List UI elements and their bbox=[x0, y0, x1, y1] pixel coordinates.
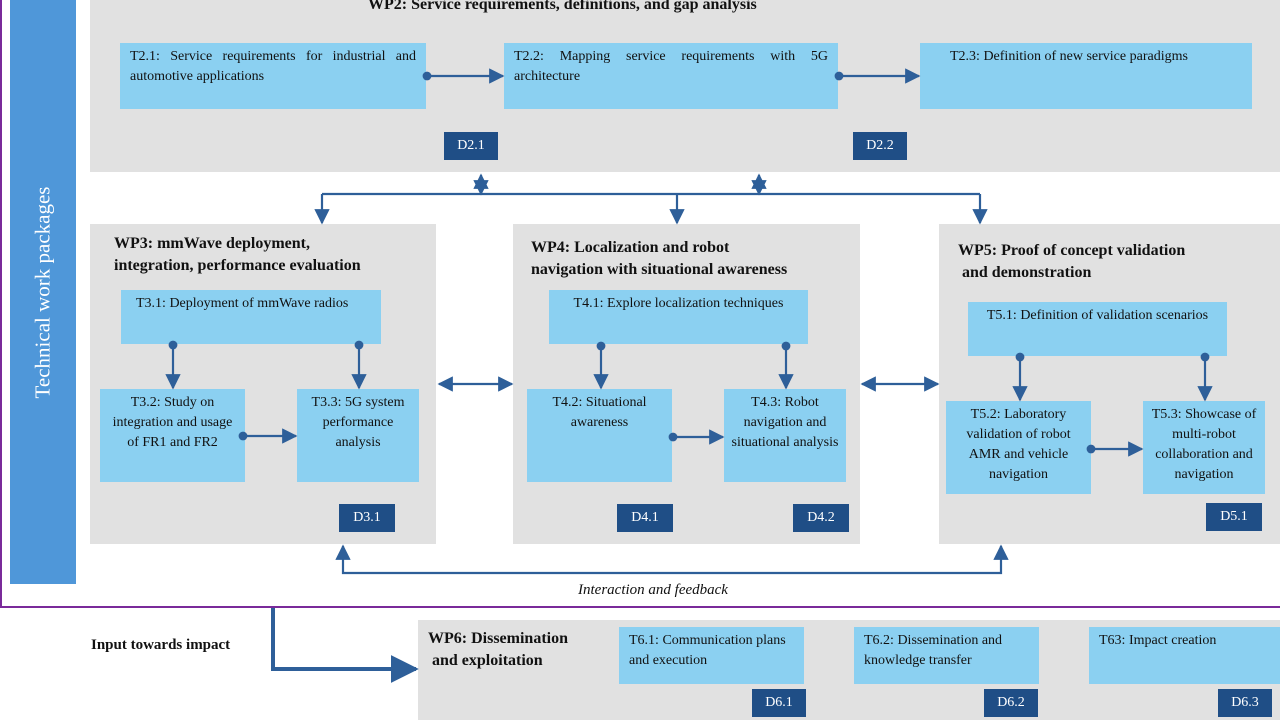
wp4-panel bbox=[513, 224, 860, 544]
sidebar-bar bbox=[10, 0, 76, 584]
wp3-title-line2: integration, performance evaluation bbox=[114, 257, 361, 274]
impact-arrow bbox=[271, 608, 419, 683]
deliverable-d2-2: D2.2 bbox=[853, 132, 907, 160]
deliverable-d6-3: D6.3 bbox=[1218, 689, 1272, 717]
wp4-title-line1: WP4: Localization and robot bbox=[531, 239, 730, 256]
wp2-title: WP2: Service requirements, definitions, … bbox=[368, 0, 757, 13]
wp3-title-line1: WP3: mmWave deployment, bbox=[114, 235, 310, 252]
deliverable-d4-2: D4.2 bbox=[793, 504, 849, 532]
feedback-label: Interaction and feedback bbox=[578, 582, 728, 598]
wp4-title: WP4: Localization and robot navigation w… bbox=[531, 237, 856, 281]
impact-label: Input towards impact bbox=[91, 637, 231, 653]
task-t6-3: T63: Impact creation bbox=[1089, 627, 1280, 684]
task-t2-3: T2.3: Definition of new service paradigm… bbox=[920, 43, 1252, 109]
task-t3-2: T3.2: Study on integration and usage of … bbox=[100, 389, 245, 482]
wp4-title-line2: navigation with situational awareness bbox=[531, 261, 788, 278]
task-t3-3: T3.3: 5G system performance analysis bbox=[297, 389, 419, 482]
deliverable-d4-1: D4.1 bbox=[617, 504, 673, 532]
wp5-title: WP5: Proof of concept validation and dem… bbox=[958, 240, 1278, 284]
deliverable-d3-1: D3.1 bbox=[339, 504, 395, 532]
wp5-title-line2: and demonstration bbox=[962, 264, 1092, 281]
task-t6-1: T6.1: Communication plans and execution bbox=[619, 627, 804, 684]
task-t5-1: T5.1: Definition of validation scenarios bbox=[968, 302, 1227, 356]
task-t3-1: T3.1: Deployment of mmWave radios bbox=[121, 290, 381, 344]
wp3-title: WP3: mmWave deployment, integration, per… bbox=[114, 233, 434, 277]
deliverable-d2-1: D2.1 bbox=[444, 132, 498, 160]
task-t4-3: T4.3: Robot navigation and situational a… bbox=[724, 389, 846, 482]
task-t2-1: T2.1: Service requirements for industria… bbox=[120, 43, 426, 109]
wp6-title: WP6: Dissemination and exploitation bbox=[428, 628, 618, 672]
task-t2-2: T2.2: Mapping service requirements with … bbox=[504, 43, 838, 109]
feedback-loop bbox=[335, 544, 1009, 575]
task-t4-2: T4.2: Situational awareness bbox=[527, 389, 672, 482]
task-t6-2: T6.2: Dissemination and knowledge transf… bbox=[854, 627, 1039, 684]
task-t5-3: T5.3: Showcase of multi-robot collaborat… bbox=[1143, 401, 1265, 494]
deliverable-d6-2: D6.2 bbox=[984, 689, 1038, 717]
wp6-title-line2: and exploitation bbox=[432, 652, 543, 669]
deliverable-d6-1: D6.1 bbox=[752, 689, 806, 717]
wp5-title-line1: WP5: Proof of concept validation bbox=[958, 242, 1186, 259]
deliverable-d5-1: D5.1 bbox=[1206, 503, 1262, 531]
task-t4-1: T4.1: Explore localization techniques bbox=[549, 290, 808, 344]
wp6-title-line1: WP6: Dissemination bbox=[428, 630, 568, 647]
wp3-panel bbox=[90, 224, 436, 544]
task-t5-2: T5.2: Laboratory validation of robot AMR… bbox=[946, 401, 1091, 494]
